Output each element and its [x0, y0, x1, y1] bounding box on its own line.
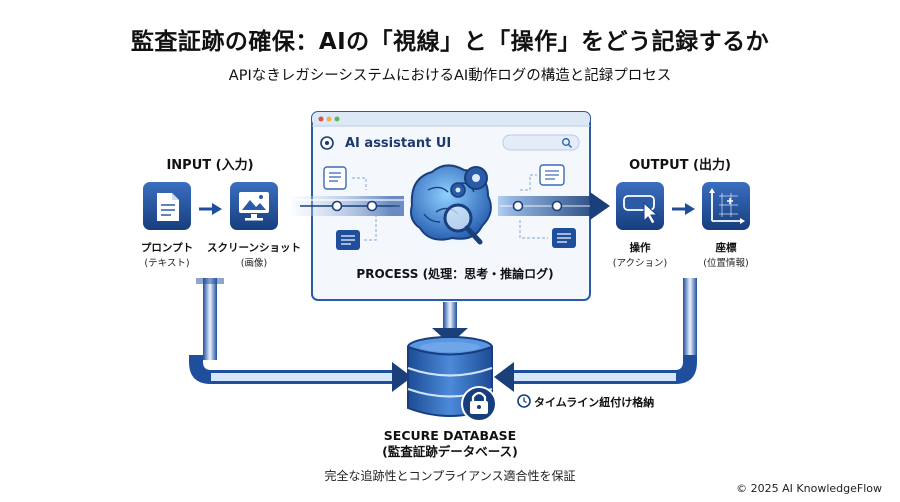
input-pipe	[189, 278, 412, 392]
input-section-label: INPUT (入力)	[166, 158, 254, 173]
output-pipe	[494, 278, 697, 392]
clock-icon	[517, 394, 531, 408]
search-icon	[562, 138, 572, 148]
lock-icon	[461, 386, 497, 422]
action-sublabel: (アクション)	[612, 258, 668, 269]
screenshot-label: スクリーンショット	[207, 242, 301, 254]
copyright-notice: © 2025 AI KnowledgeFlow	[736, 482, 882, 495]
flow-node-3	[512, 200, 524, 212]
diagram-title: 監査証跡の確保：AIの「視線」と「操作」をどう記録するか	[130, 29, 770, 55]
input-pipe-arrowhead	[392, 362, 412, 392]
flow-node-1	[331, 200, 343, 212]
output-arrow	[672, 203, 695, 215]
flow-node-2	[366, 200, 378, 212]
action-click-icon	[616, 182, 664, 230]
coordinate-grid-icon	[702, 182, 750, 230]
window-maximize-dot	[334, 116, 340, 122]
gear-icon	[450, 166, 488, 198]
log-list-icon-right-bottom	[519, 220, 576, 248]
assistant-logo-icon	[320, 136, 334, 150]
screenshot-sublabel: (画像)	[240, 258, 268, 269]
ai-brain-icon	[390, 145, 510, 265]
output-flow-arrowhead	[590, 192, 610, 220]
output-flow-band	[498, 192, 610, 220]
database-title-jp: (監査証跡データベース)	[382, 444, 518, 459]
timeline-label: タイムライン紐付け格納	[534, 396, 655, 409]
screenshot-monitor-icon	[230, 182, 278, 230]
prompt-document-icon	[143, 182, 191, 230]
coordinate-sublabel: (位置情報)	[703, 258, 749, 269]
prompt-sublabel: (テキスト)	[144, 258, 190, 269]
log-list-icon-left	[336, 216, 377, 250]
magnifier-icon	[443, 203, 483, 245]
database-title-en: SECURE DATABASE	[383, 428, 517, 443]
window-close-dot	[318, 116, 324, 122]
window-minimize-dot	[326, 116, 332, 122]
input-flow-band	[292, 196, 404, 216]
window-search-bar[interactable]	[502, 134, 580, 151]
coordinate-label: 座標	[715, 242, 737, 254]
database-title: SECURE DATABASE (監査証跡データベース)	[350, 428, 550, 460]
log-list-icon-right-top	[520, 164, 565, 191]
output-section-label: OUTPUT (出力)	[629, 158, 731, 173]
log-document-icon	[323, 166, 367, 190]
database-caption: 完全な追跡性とコンプライアンス適合性を保証	[324, 469, 576, 483]
prompt-label: プロンプト	[140, 242, 194, 254]
action-label: 操作	[629, 242, 651, 254]
diagram-subtitle: APIなきレガシーシステムにおけるAI動作ログの構造と記録プロセス	[228, 68, 672, 84]
window-title: AI assistant UI	[345, 136, 452, 151]
process-label: PROCESS (処理：思考・推論ログ)	[356, 267, 554, 281]
flow-node-4	[551, 200, 563, 212]
output-pipe-arrowhead	[494, 362, 514, 392]
input-arrow	[199, 203, 222, 215]
